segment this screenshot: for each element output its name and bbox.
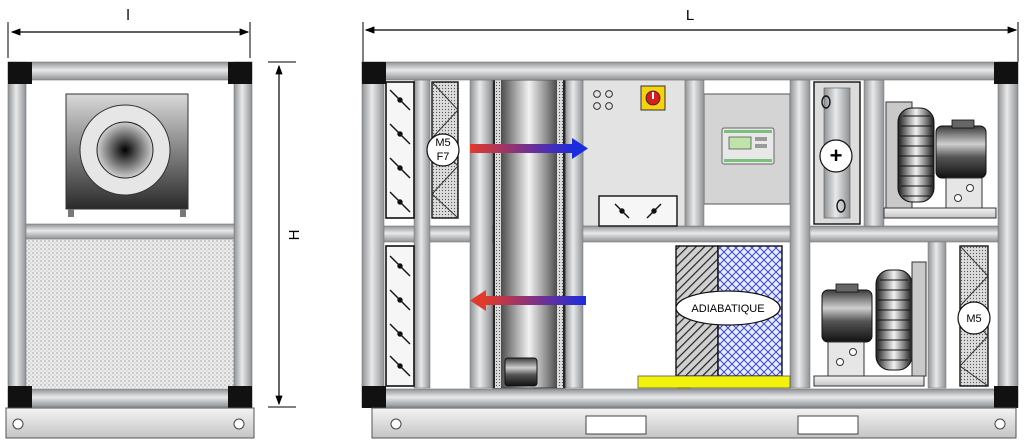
exhaust-fan <box>813 261 927 387</box>
side-view: L <box>361 7 1019 439</box>
supply-fan <box>883 101 997 219</box>
supply-filter: M5 F7 <box>426 81 460 219</box>
corner-bl <box>8 386 32 408</box>
heater-coil: + <box>813 81 861 225</box>
exhaust-filter-label: M5 <box>966 313 981 325</box>
supply-fan-motor <box>935 125 987 179</box>
length-label: L <box>686 7 694 24</box>
control-indicators <box>593 90 613 110</box>
end-view-filter-panel <box>26 238 234 388</box>
heater-badge <box>819 139 853 173</box>
side-corner-br <box>994 386 1018 408</box>
adiabatic-tray <box>637 375 791 389</box>
supply-filter-badge <box>426 133 460 167</box>
exhaust-filter: M5 <box>957 245 991 387</box>
wheel-motor <box>504 357 538 387</box>
corner-tl <box>8 62 32 84</box>
heat-recovery-wheel <box>492 79 566 389</box>
side-corner-tl <box>362 62 386 84</box>
adiabatic-label: ADIABATIQUE <box>691 303 764 315</box>
exhaust-airflow-arrow <box>470 290 586 311</box>
supply-airflow-arrow <box>470 138 588 159</box>
intake-damper-top <box>385 81 415 219</box>
supply-filter-label-m5: M5 <box>435 137 450 149</box>
heater-plus-sign: + <box>830 143 843 168</box>
main-switch <box>640 85 666 111</box>
controller-display <box>728 136 752 150</box>
exhaust-fan-motor <box>821 289 873 343</box>
side-corner-tr <box>994 62 1018 84</box>
height-label: H <box>286 230 303 241</box>
width-label: l <box>126 7 129 24</box>
side-corner-bl <box>362 386 386 408</box>
corner-br <box>228 386 252 408</box>
adiabatic-badge <box>675 290 781 326</box>
side-view-base <box>371 407 1017 439</box>
end-view-base <box>5 407 255 439</box>
exhaust-filter-badge <box>957 301 991 335</box>
supply-filter-label-f7: F7 <box>437 151 450 163</box>
bypass-damper <box>598 195 678 227</box>
controller-unit <box>721 127 775 165</box>
end-view: l H <box>5 7 303 439</box>
intake-damper-bottom <box>385 245 415 387</box>
corner-tr <box>228 62 252 84</box>
